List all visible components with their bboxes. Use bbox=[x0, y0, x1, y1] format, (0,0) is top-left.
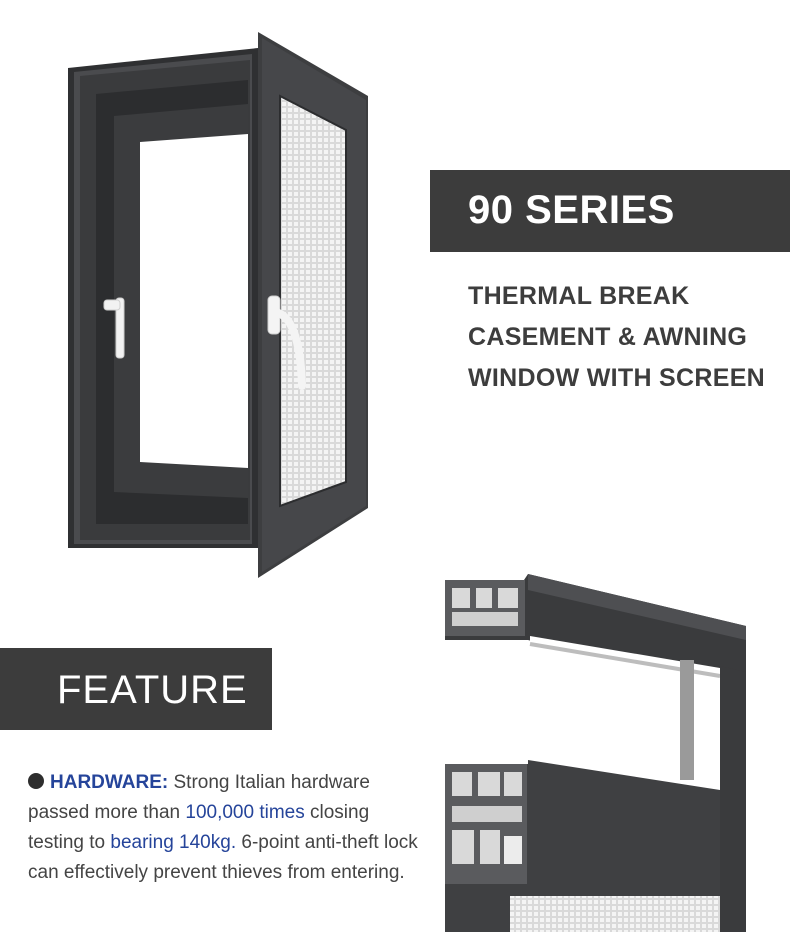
series-title: 90 SERIES bbox=[468, 188, 675, 232]
feature-banner: FEATURE bbox=[0, 648, 272, 730]
description-text-1: Strong Italian hardware passed more than bbox=[28, 772, 370, 823]
subtitle-line-1: THERMAL BREAK bbox=[468, 282, 690, 310]
subtitle-line-2: CASEMENT & AWNING bbox=[468, 323, 748, 351]
hardware-label: HARDWARE: bbox=[50, 772, 169, 793]
description-text-2: closing testing to bbox=[28, 802, 370, 853]
hardware-description: HARDWARE: Strong Italian hardware passed… bbox=[28, 768, 418, 888]
inner-handle bbox=[115, 297, 125, 359]
product-subtitle: THERMAL BREAK CASEMENT & AWNING WINDOW W… bbox=[468, 276, 765, 399]
highlight-bearing: bearing 140kg. bbox=[110, 832, 237, 853]
subtitle-line-3: WINDOW WITH SCREEN bbox=[468, 364, 766, 392]
bullet-icon bbox=[28, 773, 44, 789]
feature-title: FEATURE bbox=[57, 668, 248, 712]
series-banner: 90 SERIES bbox=[430, 170, 790, 252]
casement-window-illustration bbox=[68, 32, 368, 578]
description-text-3: 6-point anti-theft lock can effectively … bbox=[28, 832, 418, 883]
highlight-times: 100,000 times bbox=[185, 802, 305, 823]
